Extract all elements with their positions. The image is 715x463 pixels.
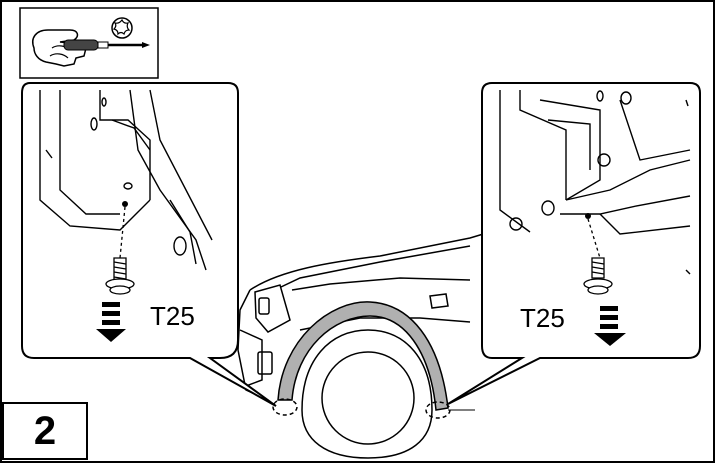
step-number: 2 [33, 408, 57, 453]
right-screw [583, 257, 613, 295]
torx-screwdriver-icon [19, 7, 159, 79]
left-detail-callout [21, 82, 277, 407]
right-down-arrow-icon [594, 306, 626, 346]
step-number-box: 2 [2, 402, 88, 460]
front-wheel [301, 329, 433, 459]
fender-flare [277, 301, 449, 411]
right-torx-label: T25 [520, 303, 565, 333]
right-detail-callout [447, 82, 701, 405]
left-screw [105, 257, 135, 295]
left-down-arrow-icon [96, 302, 126, 342]
left-torx-label: T25 [150, 301, 195, 331]
